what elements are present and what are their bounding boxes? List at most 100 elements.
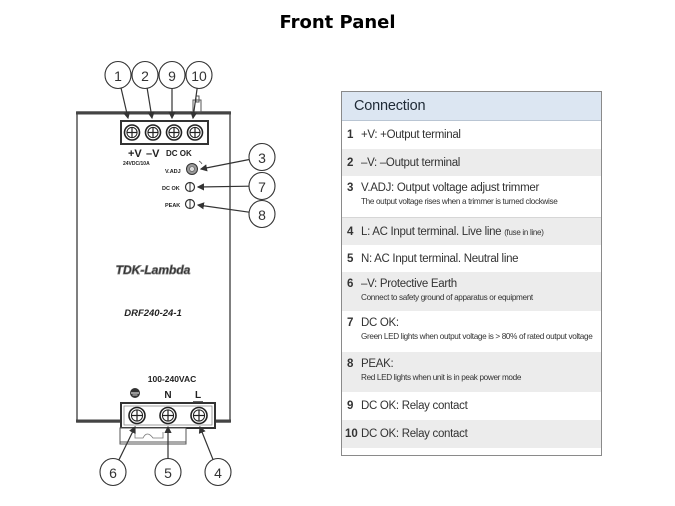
connection-body: DC OK: Relay contact	[361, 428, 597, 440]
callout-circle	[154, 457, 182, 487]
callout-1: 1	[104, 60, 132, 120]
callout-number: 9	[168, 68, 176, 84]
input-terminal-block	[120, 402, 216, 429]
psu-housing	[76, 111, 231, 423]
minus-v-label: –V	[146, 148, 160, 160]
callout-arrow	[190, 87, 198, 120]
connection-number: 9	[347, 400, 354, 412]
connection-number: 2	[347, 157, 354, 169]
connection-body: –V: –Output terminal	[361, 157, 597, 169]
connection-description: –V: Protective Earth	[361, 278, 597, 290]
callout-3: 3	[199, 142, 276, 172]
connection-number: 6	[347, 278, 354, 290]
connection-detail: Red LED lights when unit is in peak powe…	[361, 373, 522, 382]
connection-description: L: AC Input terminal. Live line (fuse in…	[361, 226, 597, 238]
connection-table: Connection 1 +V: +Output terminal 2 –V: –Ou…	[341, 91, 602, 456]
dcok-led-label: DC OK	[162, 186, 180, 192]
connection-main-text: V.ADJ: Output voltage adjust trimmer	[361, 182, 539, 194]
connection-body: DC OK: Green LED lights when output volta…	[361, 317, 597, 341]
connection-number: 10	[345, 428, 358, 440]
connection-description: +V: +Output terminal	[361, 129, 597, 141]
connection-description: DC OK: Relay contact	[361, 428, 597, 440]
connection-body: L: AC Input terminal. Live line (fuse in…	[361, 226, 597, 238]
input-terminal-screw-icon	[190, 406, 208, 425]
device-diagram: +V –V DC OK 24VDC/10A V.ADJ DC OK PEAK T…	[76, 60, 276, 487]
connection-body: N: AC Input terminal. Neutral line	[361, 253, 597, 265]
connection-table-header: Connection	[342, 92, 601, 121]
connection-body: DC OK: Relay contact	[361, 400, 597, 412]
connection-main-text: L: AC Input terminal. Live line	[361, 226, 502, 238]
connection-row-8: 8 PEAK: Red LED lights when unit is in pea…	[342, 352, 601, 392]
connection-main-text: +V: +Output terminal	[361, 129, 461, 141]
connection-description: V.ADJ: Output voltage adjust trimmer	[361, 182, 597, 194]
connection-number: 3	[347, 182, 354, 194]
callout-6: 6	[99, 425, 136, 487]
callout-circle	[248, 199, 276, 229]
callout-2: 2	[131, 60, 159, 120]
vadj-trimmer-icon	[186, 160, 203, 175]
connection-row-5: 5 N: AC Input terminal. Neutral line	[342, 245, 601, 272]
connection-main-text: DC OK: Relay contact	[361, 400, 468, 412]
peak-led-label: PEAK	[165, 203, 180, 209]
connection-number: 4	[347, 226, 354, 238]
callout-arrow	[196, 202, 250, 213]
callout-number: 3	[258, 150, 266, 166]
callout-7: 7	[196, 171, 276, 201]
connection-body: +V: +Output terminal	[361, 129, 597, 141]
earth-symbol-icon	[130, 388, 140, 398]
callout-circle	[158, 60, 186, 90]
callout-circle	[104, 60, 132, 90]
output-terminal-block	[120, 120, 209, 145]
connection-description: DC OK:	[361, 317, 597, 329]
dcok-led-icon	[184, 181, 196, 193]
callout-arrow	[198, 425, 214, 461]
connection-description: DC OK: Relay contact	[361, 400, 597, 412]
page-title: Front Panel	[279, 12, 396, 33]
input-terminal-screw-icon	[159, 406, 177, 425]
connection-number: 5	[347, 253, 354, 265]
callout-arrow	[120, 87, 131, 120]
callout-circle	[204, 457, 232, 487]
connection-description: N: AC Input terminal. Neutral line	[361, 253, 597, 265]
vadj-label: V.ADJ	[165, 169, 181, 175]
connection-number: 1	[347, 129, 354, 141]
neutral-label: N	[164, 390, 171, 401]
callout-9: 9	[158, 60, 186, 120]
output-terminal-screw-icon	[165, 124, 183, 141]
connection-detail: Connect to safety ground of apparatus or…	[361, 293, 533, 302]
connection-main-text: DC OK: Relay contact	[361, 428, 468, 440]
input-voltage-label: 100-240VAC	[148, 374, 197, 384]
connection-note: (fuse in line)	[504, 228, 544, 237]
callout-circle	[131, 60, 159, 90]
callout-arrow	[118, 425, 136, 461]
connection-row-1: 1 +V: +Output terminal	[342, 121, 601, 149]
callout-number: 5	[164, 465, 172, 481]
connection-detail: Green LED lights when output voltage is …	[361, 332, 593, 341]
connection-main-text: N: AC Input terminal. Neutral line	[361, 253, 519, 265]
din-rail-clip	[119, 427, 187, 445]
output-terminal-screw-icon	[123, 124, 141, 141]
connection-description: PEAK:	[361, 358, 597, 370]
connection-number: 8	[347, 358, 354, 370]
output-terminal-screw-icon	[144, 124, 162, 141]
connection-table-rows: 1 +V: +Output terminal 2 –V: –Output termin…	[342, 121, 601, 448]
callout-number: 7	[258, 179, 266, 195]
callout-number: 2	[141, 68, 149, 84]
output-rating-label: 24VDC/10A	[123, 161, 150, 167]
callout-number: 1	[114, 68, 122, 84]
callout-arrow	[196, 183, 250, 191]
plus-v-label: +V	[128, 148, 142, 160]
connection-main-text: PEAK:	[361, 358, 394, 370]
input-terminal-screw-icon	[128, 406, 146, 425]
connection-row-2: 2 –V: –Output terminal	[342, 149, 601, 176]
callout-number: 6	[109, 465, 117, 481]
peak-led-icon	[184, 198, 196, 210]
callout-circle	[185, 60, 213, 90]
callout-circle	[248, 142, 276, 172]
connection-row-9: 9 DC OK: Relay contact	[342, 392, 601, 420]
